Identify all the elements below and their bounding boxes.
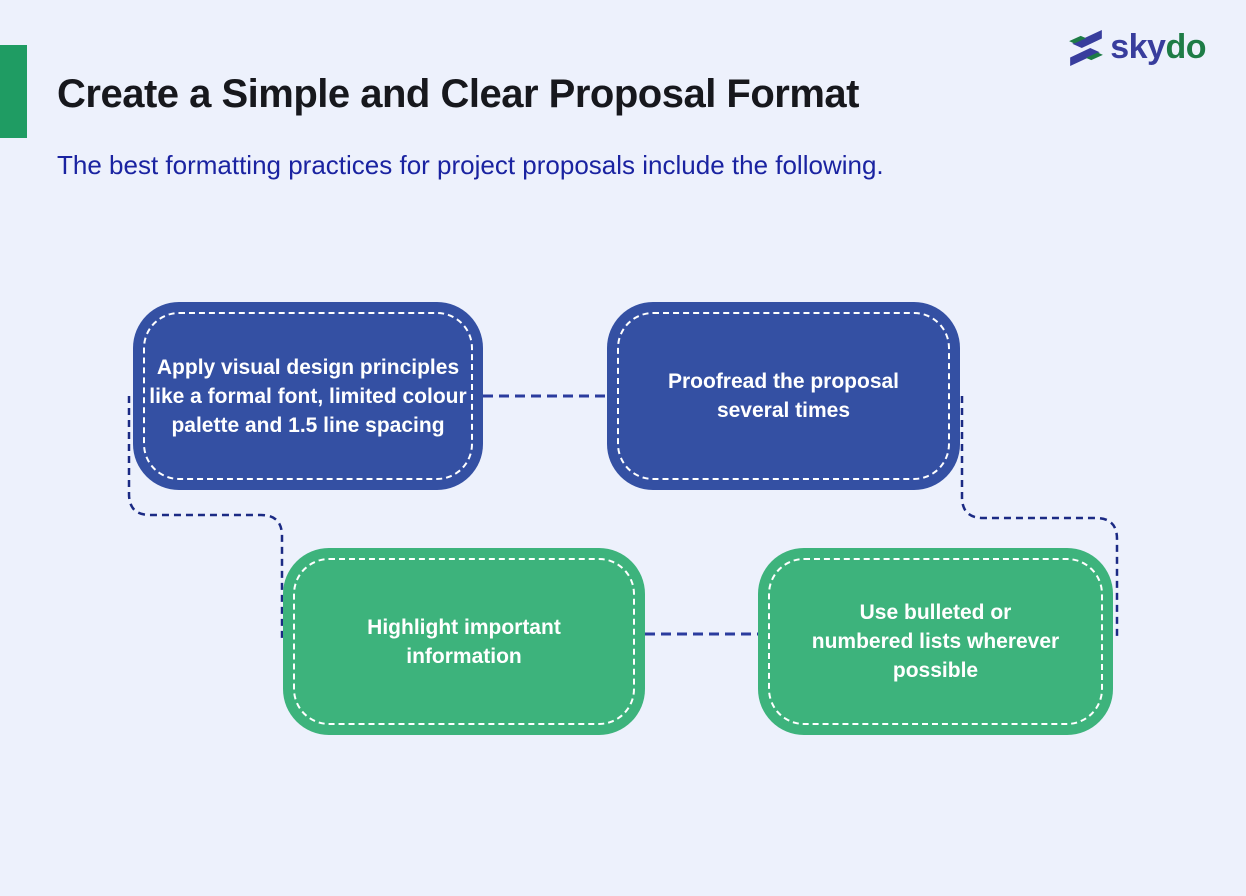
step-box-label: Proofread the proposal several times: [667, 370, 900, 422]
logo-text-do: do: [1165, 28, 1206, 66]
step-box-label: Apply visual design principles like a fo…: [149, 355, 467, 437]
step-box-label: Use bulleted or numbered lists wherever …: [811, 601, 1060, 682]
step-box-proofread: Proofread the proposal several times: [607, 302, 960, 490]
step-box-bulleted-lists: Use bulleted or numbered lists wherever …: [758, 548, 1113, 735]
connector-step2-step4-elbow: [960, 396, 1119, 639]
step-box-apply-visual-design: Apply visual design principles like a fo…: [133, 302, 483, 490]
skydo-logo-text: skydo: [1110, 28, 1206, 67]
step-box-highlight-info: Highlight important information: [283, 548, 645, 735]
skydo-logo: skydo: [1067, 28, 1206, 67]
step-box-label: Highlight important information: [367, 615, 561, 668]
connector-step1-step3-elbow: [127, 396, 284, 639]
page-subtitle: The best formatting practices for projec…: [57, 150, 884, 180]
logo-text-sky: sky: [1110, 28, 1166, 66]
title-accent-bar: [0, 45, 27, 138]
skydo-logo-icon: [1067, 29, 1105, 67]
page-title: Create a Simple and Clear Proposal Forma…: [57, 72, 859, 116]
